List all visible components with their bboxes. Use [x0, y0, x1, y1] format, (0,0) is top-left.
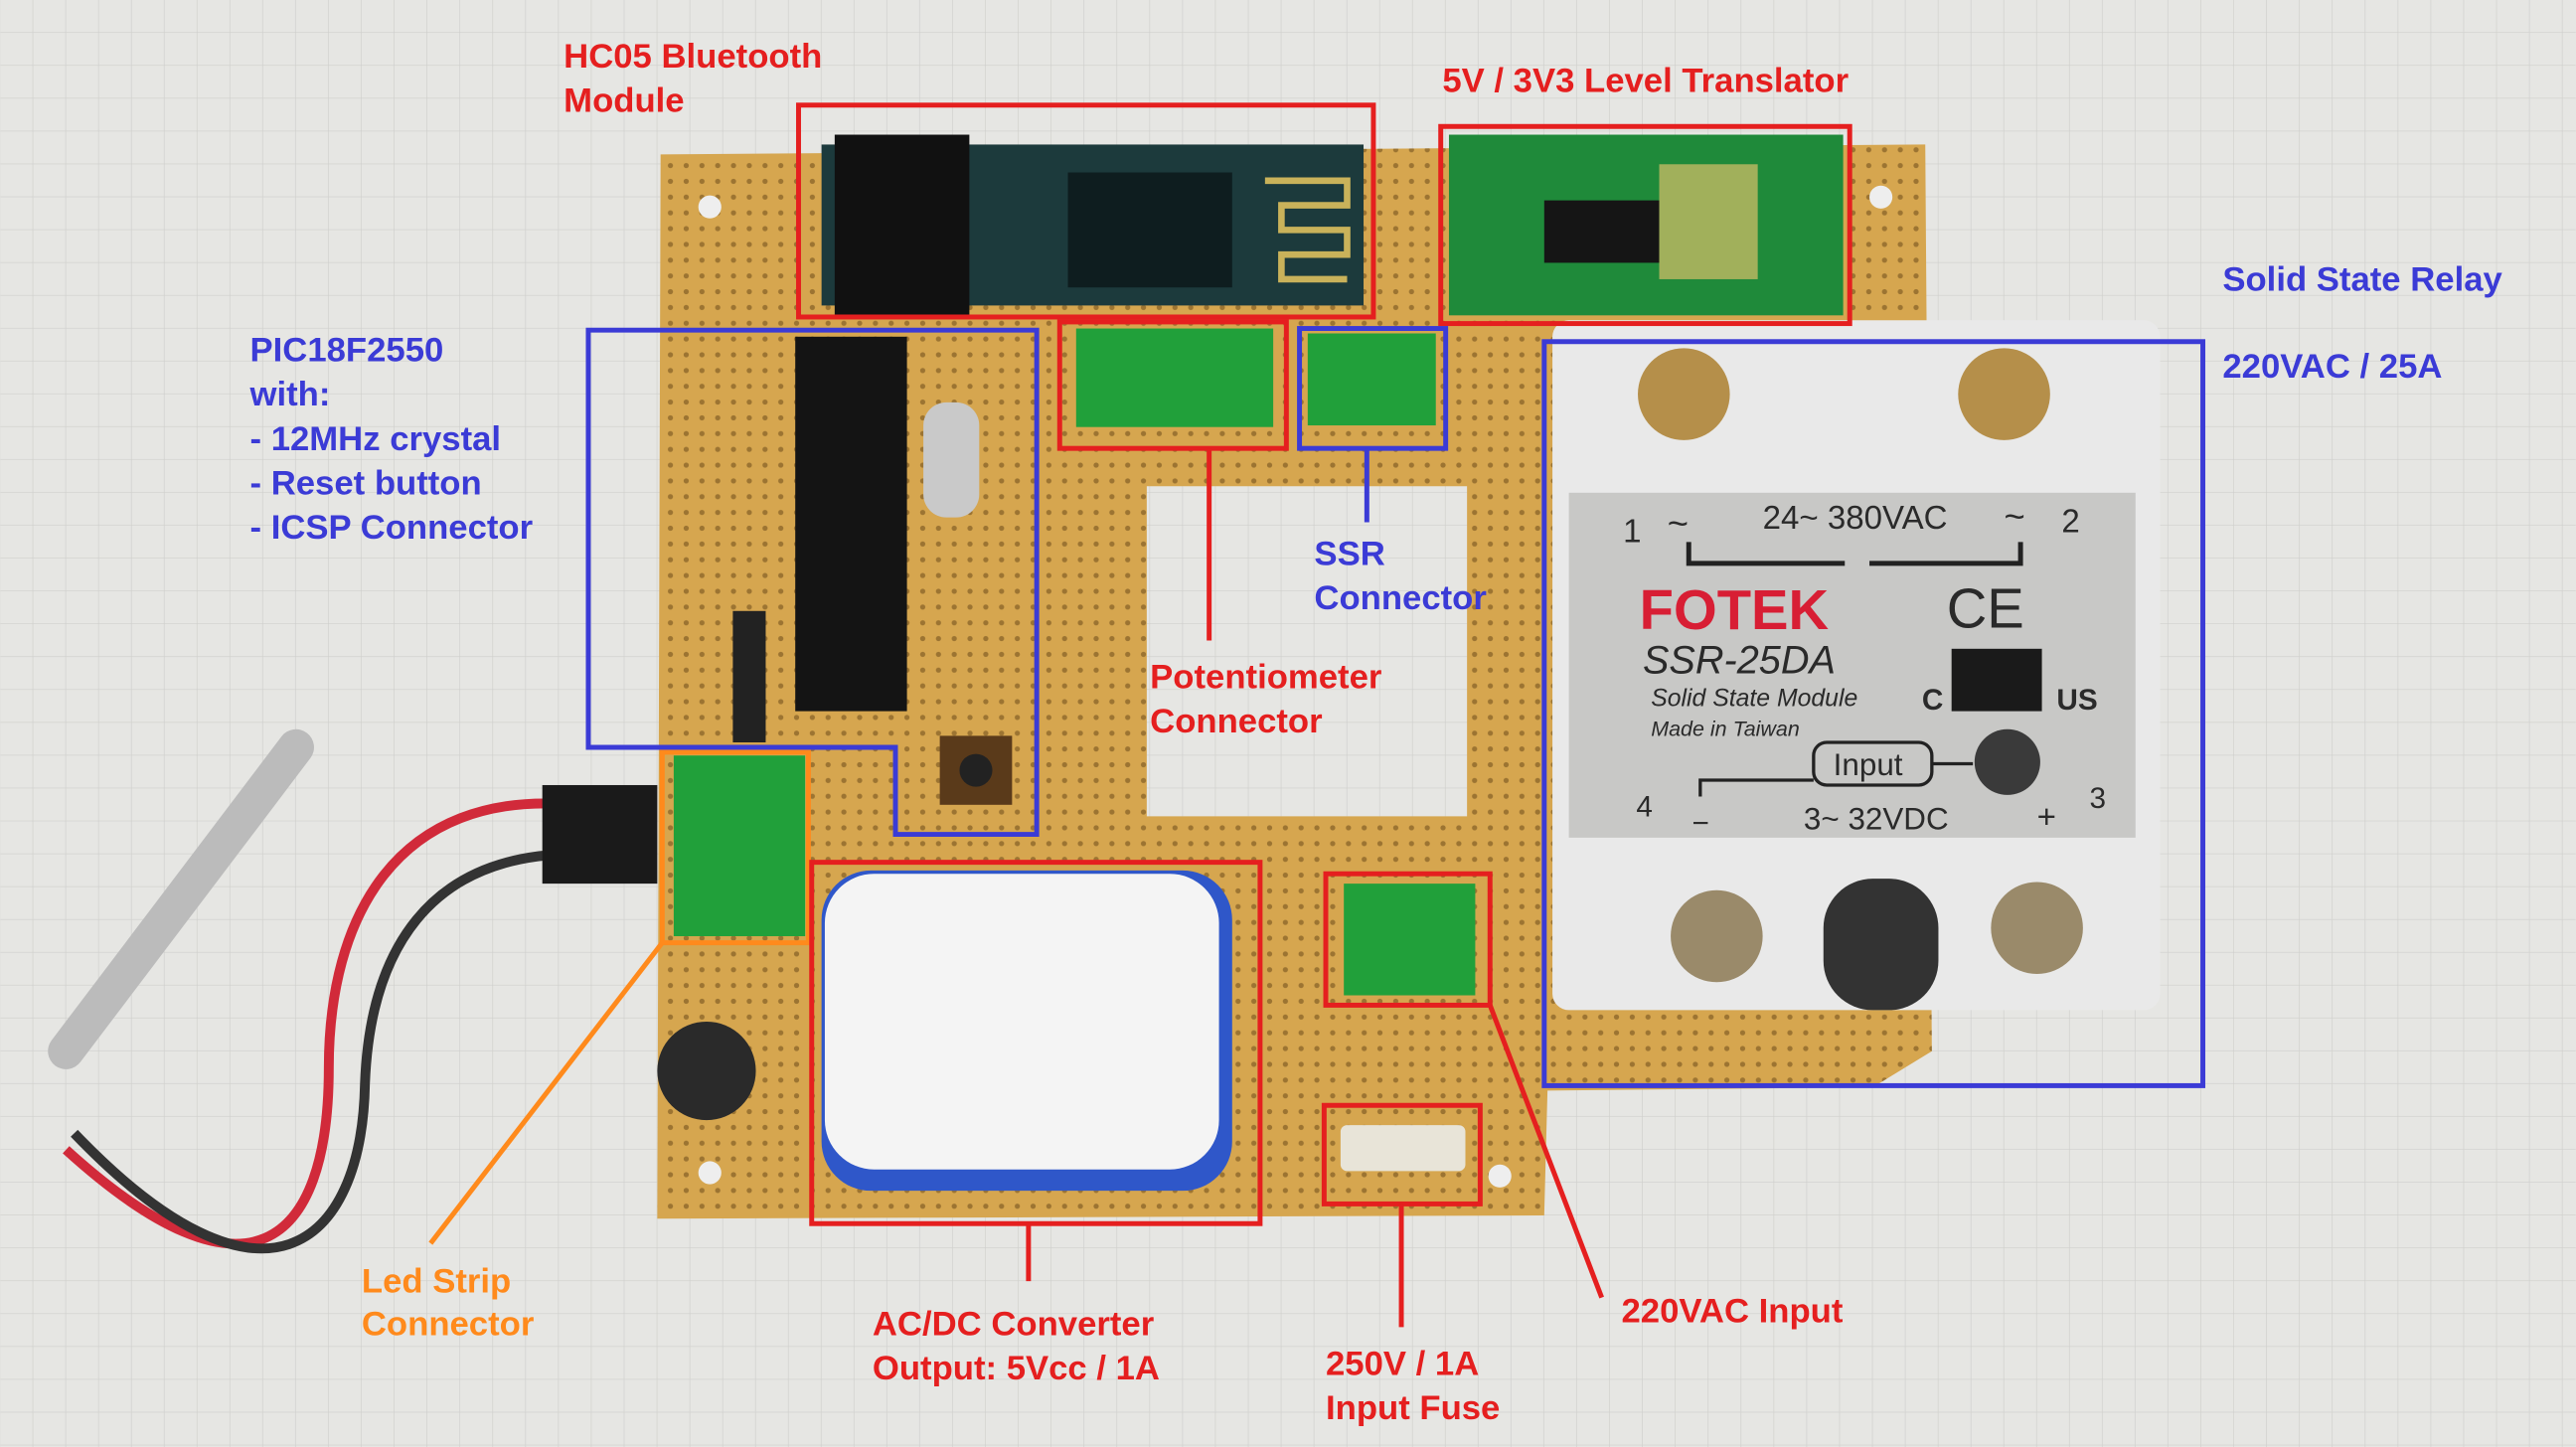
hc05-module	[821, 134, 1365, 316]
relay-model: SSR-25DA	[1643, 639, 1836, 683]
pic-label-5: - ICSP Connector	[250, 509, 534, 547]
annotation-overlays	[428, 102, 2206, 1328]
pic-label-2: with:	[249, 376, 331, 413]
relay-led-indicator	[1974, 728, 2040, 795]
relay-minus: −	[1692, 807, 1709, 840]
relay-pin2-label: 2	[2061, 503, 2079, 540]
potentiometer-label-1: Potentiometer	[1150, 658, 1381, 696]
ul-c-mark: C	[1922, 684, 1943, 717]
relay-tilde-right: ~	[2005, 496, 2025, 537]
led-strip-label-1: Led Strip	[362, 1263, 511, 1301]
relay-pin3-label: 3	[2090, 782, 2107, 815]
relay-ac-range: 24~ 380VAC	[1763, 500, 1948, 537]
relay-pin1-label: 1	[1623, 513, 1641, 550]
level-translator-board	[1448, 134, 1844, 316]
ac-input-leader	[1487, 1004, 1604, 1299]
pic-label-4: - Reset button	[250, 464, 482, 502]
solid-state-relay: 1 ~ 24~ 380VAC ~ 2 FOTEK CE SSR-25DA Sol…	[1552, 320, 2161, 1011]
relay-box	[1541, 339, 2206, 1088]
acdc-box	[809, 860, 1263, 1226]
relay-desc: Solid State Module	[1651, 686, 1857, 713]
potentiometer-box	[1056, 319, 1289, 451]
relay-label-1: Solid State Relay	[2222, 261, 2502, 299]
led-strip	[48, 728, 658, 1254]
relay-input-label: Input	[1834, 747, 1903, 782]
relay-label-2: 220VAC / 25A	[2222, 348, 2442, 386]
ul-logo	[1951, 648, 2042, 712]
relay-pin4-label: 4	[1636, 790, 1653, 823]
relay-dc-range: 3~ 32VDC	[1804, 802, 1949, 837]
potentiometer-label-2: Connector	[1150, 703, 1322, 740]
led-strip-leader	[428, 941, 665, 1245]
fuse-label-2: Input Fuse	[1326, 1389, 1500, 1427]
hc05-label-2: Module	[564, 81, 684, 119]
relay-origin: Made in Taiwan	[1651, 717, 1800, 740]
relay-tilde-left: ~	[1668, 503, 1689, 544]
led-strip-label-2: Connector	[362, 1306, 534, 1344]
pic-box	[585, 327, 1040, 838]
pic-chip	[732, 336, 1013, 805]
ssr-connector-label-2: Connector	[1314, 579, 1486, 617]
pic-label-3: - 12MHz crystal	[250, 420, 502, 458]
fotek-logo: FOTEK	[1640, 578, 1830, 641]
terminal-blocks	[673, 328, 1476, 996]
hc05-label-1: HC05 Bluetooth	[564, 38, 822, 76]
acdc-label-1: AC/DC Converter	[873, 1306, 1154, 1344]
translator-label: 5V / 3V3 Level Translator	[1442, 63, 1849, 100]
ce-mark: CE	[1947, 576, 2024, 639]
ul-us-mark: US	[2056, 684, 2097, 717]
ssr-connector-box	[1297, 326, 1449, 451]
pic-label-1: PIC18F2550	[250, 332, 444, 370]
acdc-converter	[657, 870, 1232, 1192]
translator-box	[1438, 123, 1852, 327]
led-strip-box	[659, 749, 811, 946]
ssr-connector-label-1: SSR	[1314, 536, 1384, 573]
hc05-box	[796, 102, 1376, 320]
fuse	[1340, 1125, 1466, 1172]
acdc-label-2: Output: 5Vcc / 1A	[873, 1350, 1160, 1387]
ac-input-label: 220VAC Input	[1621, 1292, 1843, 1330]
ac-input-box	[1323, 871, 1493, 1008]
fuse-label-1: 250V / 1A	[1326, 1345, 1479, 1382]
relay-plus: +	[2037, 799, 2056, 836]
